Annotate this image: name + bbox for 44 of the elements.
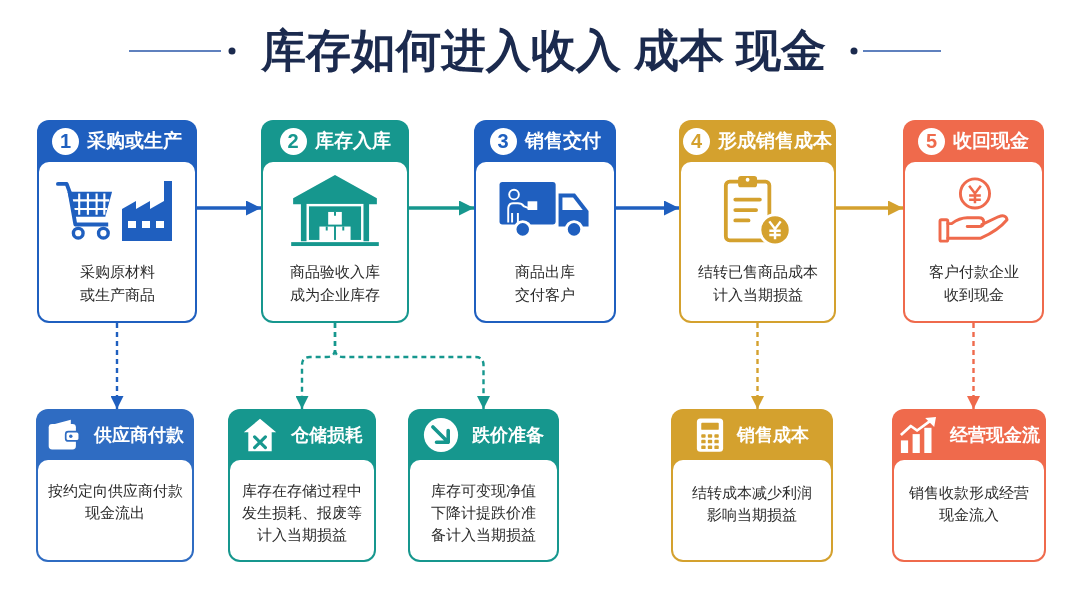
heading: 收回现金 [953, 129, 1029, 153]
heading: 跌价准备 [472, 423, 544, 447]
description: 商品验收入库成为企业库存 [289, 262, 381, 305]
step-card [903, 120, 1044, 323]
description: 商品出库交付客户 [514, 262, 576, 305]
step-card [261, 120, 409, 323]
step-number: 1 [52, 127, 79, 155]
page-title: 库存如何进入收入 成本 现金 [261, 24, 827, 78]
step-card [474, 120, 616, 323]
arrow [197, 200, 261, 216]
result-card [671, 409, 833, 562]
description: 结转已售商品成本计入当期损益 [696, 262, 819, 305]
description: 结转成本减少利润影响当期损益 [691, 484, 813, 525]
step-card [679, 120, 836, 323]
result-card [36, 409, 194, 562]
step-number: 5 [918, 127, 945, 155]
heading: 经营现金流 [949, 423, 1040, 447]
heading: 仓储损耗 [290, 423, 363, 447]
result-card [892, 409, 1046, 562]
arrow [409, 200, 474, 216]
dashed-arrow [333, 323, 490, 409]
arrow [836, 200, 903, 216]
result-card [408, 409, 559, 562]
dashed-arrow [110, 323, 124, 409]
heading: 形成销售成本 [718, 129, 832, 153]
dashed-arrow [751, 323, 764, 409]
description: 销售收款形成经营现金流入 [908, 484, 1030, 525]
step-number: 4 [683, 127, 710, 155]
heading: 库存入库 [314, 129, 391, 153]
description: 库存可变现净值下降计提跌价准备计入当期损益 [430, 482, 537, 545]
heading: 销售成本 [736, 423, 809, 447]
description: 采购原材料或生产商品 [78, 262, 156, 305]
step-card [37, 120, 197, 323]
dashed-arrow [967, 323, 980, 409]
heading: 采购或生产 [87, 129, 182, 153]
step-number: 2 [279, 127, 307, 155]
description: 库存在存储过程中发生损耗、报废等计入当期损益 [241, 482, 363, 545]
heading: 销售交付 [524, 129, 601, 153]
arrow [616, 200, 679, 216]
description: 按约定向供应商付款现金流出 [46, 482, 184, 523]
step-number: 3 [489, 127, 517, 155]
heading: 供应商付款 [93, 423, 184, 447]
result-card [228, 409, 376, 562]
description: 客户付款企业收到现金 [927, 262, 1020, 305]
